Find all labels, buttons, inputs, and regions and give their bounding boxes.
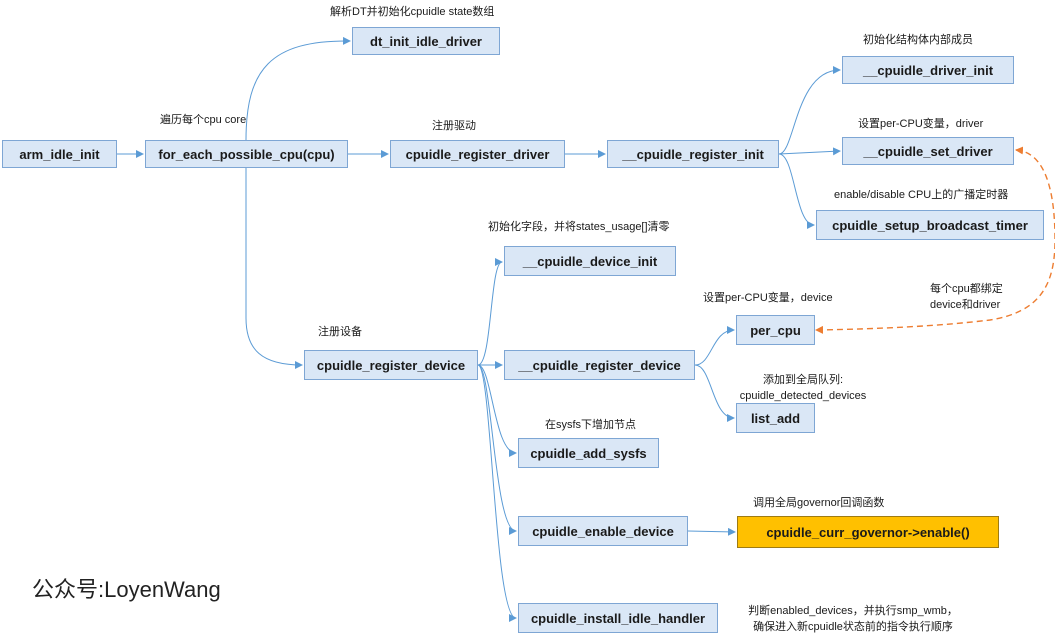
note-per-cpu-device: 设置per-CPU变量，device: [703, 292, 833, 304]
node-label: cpuidle_install_idle_handler: [530, 610, 706, 626]
edge-register-init-to-broadcast: [778, 153, 815, 229]
note-device-init: 初始化字段，并将states_usage[]清零: [488, 221, 670, 233]
note-bind-line1: 每个cpu都绑定: [930, 283, 1003, 295]
node-for-each-possible-cpu: for_each_possible_cpu(cpu): [145, 140, 348, 168]
node-cpuidle-add-sysfs: cpuidle_add_sysfs: [518, 438, 659, 468]
note-install-line1: 判断enabled_devices，并执行smp_wmb，: [748, 605, 958, 617]
node-dt-init-idle-driver: dt_init_idle_driver: [352, 27, 500, 55]
node-cpuidle-register-init: __cpuidle_register_init: [607, 140, 779, 168]
watermark-text: 公众号:LoyenWang: [32, 577, 221, 602]
node-cpuidle-curr-governor-enable: cpuidle_curr_governor->enable(): [737, 516, 999, 548]
note-sysfs: 在sysfs下增加节点: [545, 419, 637, 431]
edge-register-init-to-set-driver: [778, 147, 841, 156]
node-label: cpuidle_register_driver: [405, 146, 550, 162]
note-register-driver: 注册驱动: [432, 120, 476, 132]
node-list-add: list_add: [736, 403, 815, 433]
node-cpuidle-install-idle-handler: cpuidle_install_idle_handler: [518, 603, 718, 633]
node-cpuidle-register-device-internal: __cpuidle_register_device: [504, 350, 695, 380]
edge-internal-to-list-add: [694, 364, 735, 422]
note-broadcast: enable/disable CPU上的广播定时器: [834, 189, 1009, 201]
node-label: cpuidle_register_device: [316, 357, 466, 373]
node-label: arm_idle_init: [19, 146, 100, 162]
note-list-add: 添加到全局队列: cpuidle_detected_devices: [728, 372, 878, 404]
edge-register-device-to-enable: [477, 364, 517, 535]
node-label: list_add: [750, 410, 801, 426]
edge-foreach-to-dt-init: [245, 36, 351, 141]
note-install: 判断enabled_devices，并执行smp_wmb， 确保进入新cpuid…: [722, 603, 984, 635]
note-register-device: 注册设备: [318, 326, 362, 338]
node-cpuidle-set-driver: __cpuidle_set_driver: [842, 137, 1014, 165]
note-install-line2: 确保进入新cpuidle状态前的指令执行顺序: [753, 621, 953, 633]
edge-dashed-bind: [815, 146, 1055, 334]
node-label: per_cpu: [750, 322, 801, 338]
edge-register-device-to-device-init: [477, 258, 503, 366]
note-driver-init: 初始化结构体内部成员: [863, 34, 973, 46]
node-label: __cpuidle_device_init: [522, 253, 658, 269]
node-cpuidle-register-driver: cpuidle_register_driver: [390, 140, 565, 168]
edge-enable-to-governor: [687, 527, 736, 536]
edge-register-device-to-sysfs: [477, 364, 517, 457]
node-per-cpu: per_cpu: [736, 315, 815, 345]
node-cpuidle-driver-init: __cpuidle_driver_init: [842, 56, 1014, 84]
note-governor: 调用全局governor回调函数: [753, 497, 885, 509]
node-cpuidle-enable-device: cpuidle_enable_device: [518, 516, 688, 546]
node-label: __cpuidle_register_device: [518, 357, 681, 373]
node-arm-idle-init: arm_idle_init: [2, 140, 117, 168]
edge-foreach-to-register-device: [245, 168, 303, 369]
node-cpuidle-setup-broadcast-timer: cpuidle_setup_broadcast_timer: [816, 210, 1044, 240]
node-label: cpuidle_add_sysfs: [530, 445, 647, 461]
note-foreach: 遍历每个cpu core: [160, 114, 247, 126]
note-bind-line2: device和driver: [930, 299, 1001, 311]
note-list-add-line1: 添加到全局队列:: [762, 374, 844, 386]
node-cpuidle-register-device: cpuidle_register_device: [304, 350, 478, 380]
node-label: __cpuidle_set_driver: [863, 143, 993, 159]
edge-register-init-to-driver-init: [778, 66, 841, 155]
note-set-driver: 设置per-CPU变量，driver: [858, 118, 984, 130]
node-cpuidle-device-init: __cpuidle_device_init: [504, 246, 676, 276]
node-label: cpuidle_setup_broadcast_timer: [832, 217, 1028, 233]
note-bind: 每个cpu都绑定 device和driver: [930, 281, 1003, 313]
edge-internal-to-per-cpu: [694, 326, 735, 366]
node-label: for_each_possible_cpu(cpu): [158, 146, 335, 162]
node-label: cpuidle_enable_device: [532, 523, 674, 539]
node-label: __cpuidle_driver_init: [862, 62, 994, 78]
node-label: __cpuidle_register_init: [622, 146, 764, 162]
edge-register-device-to-install: [477, 364, 517, 622]
note-list-add-line2: cpuidle_detected_devices: [739, 390, 867, 402]
note-dt-init: 解析DT并初始化cpuidle state数组: [330, 6, 495, 18]
node-label: dt_init_idle_driver: [370, 33, 482, 49]
node-label: cpuidle_curr_governor->enable(): [766, 524, 970, 540]
